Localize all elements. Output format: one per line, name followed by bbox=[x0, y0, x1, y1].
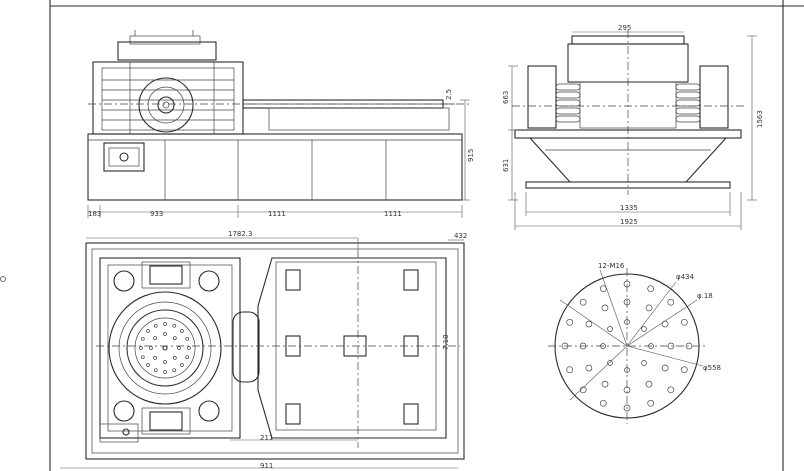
bolt-hole bbox=[623, 298, 631, 306]
plan-top-dim-2: 432 bbox=[454, 232, 467, 240]
table-hole bbox=[140, 336, 145, 341]
table-hole bbox=[180, 329, 184, 333]
bolt-hole bbox=[661, 320, 669, 328]
bolt-holes bbox=[561, 280, 693, 412]
bolt-hole bbox=[601, 304, 609, 312]
bolt-hole bbox=[667, 342, 675, 350]
bolt-hole bbox=[645, 380, 653, 388]
table-hole bbox=[163, 332, 167, 336]
table-hole bbox=[172, 368, 177, 373]
bolt-hole bbox=[566, 318, 574, 326]
front-dim-1: 183 bbox=[88, 210, 101, 218]
plan-view bbox=[60, 237, 465, 469]
bolt-hole bbox=[585, 320, 593, 328]
bolt-hole bbox=[607, 360, 613, 366]
table-hole bbox=[153, 356, 157, 360]
side-bottom-dim-2: 1925 bbox=[620, 218, 638, 226]
table-hole bbox=[146, 329, 150, 333]
table-hole bbox=[153, 336, 157, 340]
side-view bbox=[508, 30, 757, 230]
side-bottom-dim-1: 1335 bbox=[620, 204, 638, 212]
table-hole bbox=[149, 346, 153, 350]
leader-line bbox=[626, 299, 698, 347]
table-hole bbox=[140, 355, 145, 360]
front-dim-2: 933 bbox=[150, 210, 163, 218]
plan-top-dim-1: 1782.3 bbox=[228, 230, 253, 238]
binder-hole bbox=[0, 276, 6, 282]
bolt-hole bbox=[623, 386, 631, 394]
bolt-label-3: φ.18 bbox=[697, 292, 713, 300]
table-hole bbox=[180, 363, 184, 367]
bolt-hole bbox=[579, 342, 587, 350]
bolt-hole bbox=[661, 364, 669, 372]
leader-line bbox=[626, 345, 704, 367]
bolt-hole bbox=[561, 342, 569, 350]
plan-side-dim: 7.10 bbox=[442, 334, 450, 350]
leader-line bbox=[626, 281, 677, 347]
table-hole bbox=[153, 368, 158, 373]
bolt-hole bbox=[685, 342, 693, 350]
bolt-label-1: 12-M16 bbox=[598, 262, 625, 270]
table-hole bbox=[185, 355, 190, 360]
bolt-hole bbox=[607, 326, 613, 332]
table-hole bbox=[163, 360, 167, 364]
table-hole bbox=[172, 323, 177, 328]
bolt-hole bbox=[641, 360, 647, 366]
table-hole bbox=[163, 370, 167, 374]
bolt-label-4: φ558 bbox=[703, 364, 721, 372]
bolt-hole bbox=[624, 367, 630, 373]
table-hole bbox=[173, 356, 177, 360]
plan-bottom-dim-1: 211 bbox=[260, 434, 273, 442]
leader-line bbox=[569, 345, 628, 401]
bolt-hole bbox=[600, 343, 606, 349]
bolt-hole bbox=[601, 380, 609, 388]
bolt-hole bbox=[667, 298, 675, 306]
front-vdim-1: 2.5 bbox=[445, 89, 453, 100]
front-vdim-2: 915 bbox=[467, 149, 475, 162]
bolt-hole bbox=[680, 366, 688, 374]
table-hole bbox=[187, 346, 191, 350]
bolt-hole bbox=[599, 399, 607, 407]
leader-lines bbox=[559, 269, 704, 401]
bolt-label-2: φ434 bbox=[676, 273, 695, 281]
bolt-hole bbox=[623, 280, 631, 288]
front-dim-3: 1111 bbox=[268, 210, 286, 218]
table-hole bbox=[177, 346, 181, 350]
table-hole bbox=[153, 323, 158, 328]
bolt-hole bbox=[599, 285, 607, 293]
bolt-hole bbox=[579, 386, 587, 394]
table-hole bbox=[146, 363, 150, 367]
bolt-hole bbox=[680, 318, 688, 326]
bolt-hole bbox=[623, 404, 631, 412]
table-hole bbox=[163, 322, 167, 326]
leader-line bbox=[559, 299, 628, 347]
bolt-hole bbox=[624, 319, 630, 325]
side-left-dim-1: 663 bbox=[502, 91, 510, 104]
bolt-hole bbox=[667, 386, 675, 394]
bolt-hole bbox=[647, 399, 655, 407]
bolt-hole bbox=[647, 285, 655, 293]
plan-bottom-dim-2: 911 bbox=[260, 462, 273, 470]
table-hole bbox=[139, 346, 143, 350]
front-view bbox=[87, 30, 470, 218]
side-top-dim: 295 bbox=[618, 24, 631, 32]
front-dim-4: 1111 bbox=[384, 210, 402, 218]
leader-line bbox=[599, 269, 628, 347]
bolt-hole bbox=[645, 304, 653, 312]
bolt-hole bbox=[641, 326, 647, 332]
bolt-hole bbox=[566, 366, 574, 374]
table-hole bbox=[185, 336, 190, 341]
bolt-hole bbox=[579, 298, 587, 306]
bolt-hole bbox=[585, 364, 593, 372]
bolt-circle-view bbox=[548, 268, 706, 424]
bolt-hole bbox=[648, 343, 654, 349]
table-hole bbox=[173, 336, 177, 340]
side-left-dim-2: 631 bbox=[502, 159, 510, 172]
side-right-dim: 1563 bbox=[756, 110, 764, 128]
